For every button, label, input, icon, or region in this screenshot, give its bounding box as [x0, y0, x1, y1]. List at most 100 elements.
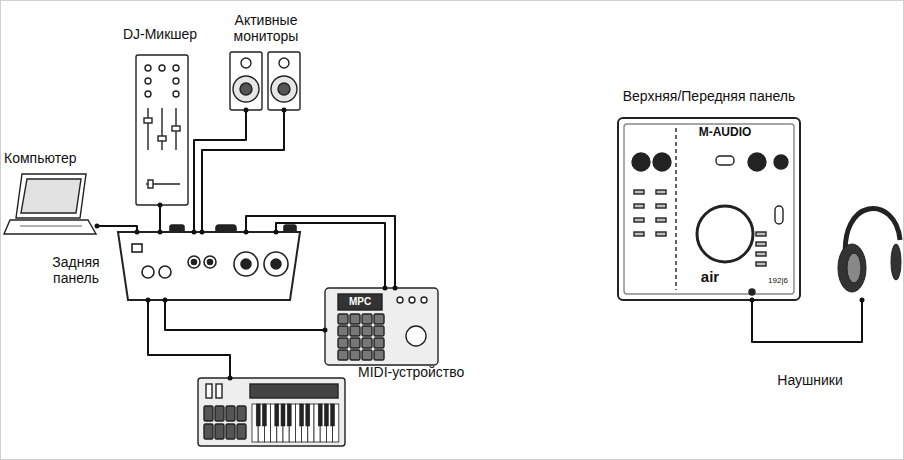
pad	[350, 314, 360, 324]
cable	[276, 223, 385, 288]
led	[634, 232, 644, 236]
pad	[226, 424, 235, 439]
pad	[215, 406, 224, 421]
monitor-cabinet	[230, 52, 262, 110]
led	[756, 252, 766, 256]
pad	[374, 326, 384, 336]
pad	[350, 326, 360, 336]
fader-track	[161, 108, 162, 150]
cable-plug	[192, 230, 197, 235]
pad	[226, 406, 235, 421]
studio-monitors	[230, 52, 300, 110]
cable-plug	[274, 230, 279, 235]
woofer	[271, 76, 297, 102]
cable-plug	[750, 298, 755, 303]
laptop-display	[21, 179, 81, 213]
output-jack-hole	[208, 260, 213, 265]
mixer-body	[136, 55, 188, 205]
pad	[338, 314, 348, 324]
laptop	[4, 174, 96, 234]
mpc-body	[325, 288, 438, 365]
output-jack-hole	[192, 260, 197, 265]
led	[656, 190, 666, 194]
mixer-knob	[159, 65, 165, 71]
interface-housing	[118, 232, 300, 300]
laptop-screen	[16, 174, 86, 218]
device-label: Наушники	[760, 372, 860, 388]
black-key	[287, 404, 291, 426]
screen-text: MPC	[338, 296, 382, 308]
output-jack	[188, 256, 200, 268]
mpc-box: MPC	[325, 288, 438, 365]
keyboard-body	[198, 378, 345, 446]
device-label: Активные мониторы	[222, 12, 310, 44]
black-key	[331, 404, 335, 426]
pad	[204, 424, 213, 439]
model-number: 192|6	[762, 276, 794, 285]
toggle-switch	[716, 156, 734, 165]
headphones-box: Наушники	[828, 196, 902, 300]
gain-knob	[632, 153, 650, 171]
cable-plug	[228, 376, 233, 381]
keyboard-wheel	[206, 384, 212, 398]
mixer-knob	[145, 91, 151, 97]
tweeter	[279, 58, 289, 68]
pad	[215, 424, 224, 439]
pad	[338, 338, 348, 348]
side-switch	[775, 206, 783, 224]
device-label: MIDI-устройство	[358, 364, 498, 380]
pad	[237, 424, 246, 439]
computer-box: Компьютер	[4, 172, 97, 236]
mixer-knob	[173, 91, 179, 97]
cable-plug	[158, 230, 163, 235]
mixer-knob	[145, 78, 151, 84]
pad	[204, 406, 213, 421]
pad	[237, 406, 246, 421]
black-key	[275, 404, 279, 426]
cable	[752, 300, 862, 342]
cable-plug	[383, 286, 388, 291]
black-key	[306, 404, 310, 426]
cable	[97, 226, 137, 232]
led	[656, 204, 666, 208]
front-bezel	[624, 124, 794, 294]
cable	[165, 300, 325, 330]
output-jack	[204, 256, 216, 268]
cable	[246, 216, 395, 288]
mpc-button	[397, 297, 403, 303]
combo-input	[264, 252, 288, 276]
led	[756, 262, 766, 266]
pad	[374, 314, 384, 324]
brand-logo: M-AUDIO	[688, 126, 762, 140]
cable-plug	[200, 230, 205, 235]
cable-plug	[163, 298, 168, 303]
device-label: DJ-Микшер	[100, 26, 220, 42]
headphone-knob	[774, 155, 788, 169]
black-key	[256, 404, 260, 426]
fader-cap	[158, 136, 166, 141]
pad	[350, 350, 360, 360]
monitor-cabinet	[268, 52, 300, 110]
mix-knob	[748, 153, 766, 171]
device-label: Задняя панель	[38, 254, 114, 286]
mixer-knob	[145, 65, 151, 71]
fader-track	[147, 108, 148, 150]
woofer-cone	[240, 83, 252, 95]
cable	[202, 110, 284, 232]
mpc-button	[409, 297, 415, 303]
woofer	[233, 76, 259, 102]
mixer-knob	[173, 78, 179, 84]
led	[634, 204, 644, 208]
cable-plug	[860, 298, 865, 303]
pad	[362, 338, 372, 348]
gain-knob	[653, 153, 671, 171]
pad	[362, 314, 372, 324]
combo-input-hole	[271, 259, 281, 269]
midi-port	[159, 266, 171, 278]
led	[756, 242, 766, 246]
midi-port	[142, 266, 154, 278]
dj-mixer	[136, 55, 188, 205]
fader-cap	[172, 126, 180, 131]
